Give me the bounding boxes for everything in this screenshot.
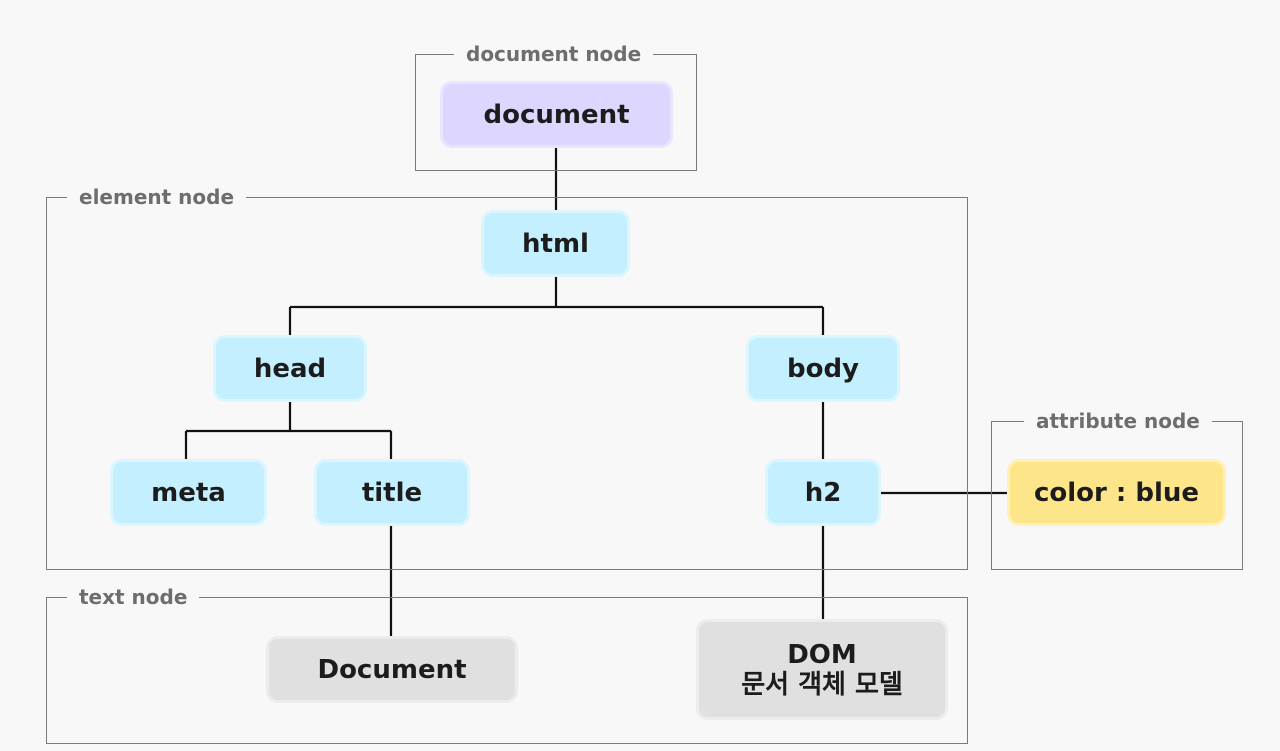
edge-head-children (184, 399, 393, 461)
element-node-group-label: element node (67, 184, 247, 210)
head-node-label: head (253, 353, 327, 384)
text-node-dom-line1: DOM (787, 639, 857, 670)
text-node-group-label: text node (67, 584, 200, 610)
document-node-label: document (483, 99, 630, 130)
title-node: title (317, 462, 467, 523)
text-node-group: text node (46, 584, 968, 744)
attribute-node-label: color : blue (1033, 477, 1200, 508)
document-node-group-label: document node (454, 41, 654, 67)
meta-node: meta (113, 462, 264, 523)
edge-html-children (288, 274, 825, 337)
body-node-label: body (786, 353, 860, 384)
h2-node: h2 (768, 462, 878, 523)
title-node-label: title (361, 477, 423, 508)
body-node: body (749, 338, 897, 399)
document-node-group: document node (415, 41, 697, 171)
head-node: head (216, 338, 364, 399)
attribute-node-group: attribute node (991, 408, 1243, 570)
meta-node-label: meta (151, 477, 226, 508)
document-node: document (443, 84, 670, 145)
text-node-dom: DOM 문서 객체 모델 (699, 622, 945, 717)
html-node-label: html (522, 228, 589, 259)
html-node: html (484, 213, 627, 274)
text-node-document-label: Document (317, 654, 467, 685)
text-node-dom-line2: 문서 객체 모델 (741, 669, 903, 700)
attribute-node: color : blue (1010, 462, 1223, 523)
text-node-document: Document (269, 639, 515, 700)
h2-node-label: h2 (804, 477, 842, 508)
attribute-node-group-label: attribute node (1024, 408, 1212, 434)
element-node-group: element node (46, 184, 968, 570)
